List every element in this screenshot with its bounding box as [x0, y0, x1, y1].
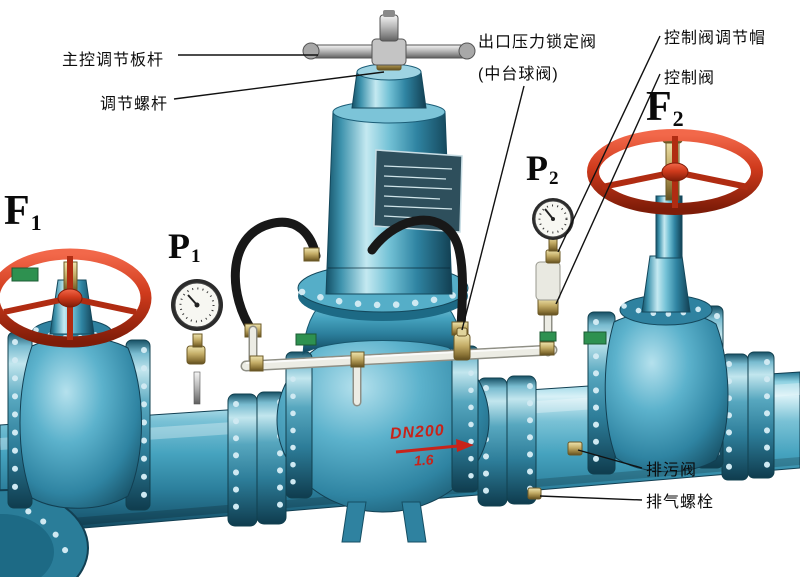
label-p2-letter: P — [526, 148, 548, 188]
right-valve-bonnet — [641, 255, 691, 313]
leader-lines — [173, 35, 661, 501]
right-valve-handwheel — [587, 129, 763, 215]
label-f2-sub: 2 — [672, 106, 684, 131]
leader-outlet-lock-valve — [461, 85, 525, 331]
prv-nameplate — [373, 149, 463, 233]
leader-control-valve-cap — [557, 35, 661, 253]
label-f1-sub: 1 — [30, 210, 42, 235]
label-f2-letter: F — [646, 84, 672, 130]
label-p1-letter: P — [168, 226, 190, 266]
leader-air-vent-bolt — [539, 495, 643, 501]
leader-control-valve — [555, 73, 661, 305]
label-outlet-lock-valve: 出口压力锁定阀 — [478, 34, 598, 51]
hose-right — [367, 215, 467, 333]
prv-supports — [341, 501, 427, 543]
label-control-valve: 控制阀 — [664, 70, 716, 87]
label-p1-sub: 1 — [191, 246, 201, 267]
left-pipe-end-flange — [0, 489, 89, 577]
green-tags — [11, 267, 607, 346]
control-valve-assembly — [532, 198, 574, 316]
outlet-lock-ball-valve — [453, 327, 471, 361]
control-valve-pilot — [535, 261, 561, 301]
label-p2-sub: 2 — [549, 168, 559, 189]
pipe-pressure-marking: 1.6 — [413, 451, 435, 469]
label-f1-letter: F — [4, 188, 30, 234]
hose-left — [230, 217, 321, 337]
leader-drain-valve — [577, 449, 643, 469]
pipe-size-marking: DN200 — [389, 422, 446, 443]
control-valve-body — [537, 297, 559, 316]
left-gate-valve — [0, 248, 152, 511]
left-valve-handwheel — [0, 248, 152, 348]
label-outlet-lock-valve-sub: (中台球阀) — [478, 66, 559, 83]
right-gate-valve — [587, 129, 763, 475]
p1-gauge — [171, 279, 223, 405]
label-control-valve-cap: 控制阀调节帽 — [664, 30, 767, 47]
p2-gauge — [532, 198, 574, 252]
right-pipe-flange-pair — [721, 351, 775, 481]
label-drain-valve: 排污阀 — [646, 462, 698, 479]
label-air-vent-bolt: 排气螺栓 — [646, 494, 715, 511]
leader-adjusting-screw — [173, 71, 385, 100]
label-main-control-rod: 主控调节板杆 — [62, 52, 165, 69]
air-vent-bolt — [527, 487, 542, 500]
flow-direction-arrow — [395, 439, 474, 454]
drain-plug — [567, 441, 583, 456]
sensing-line — [240, 297, 558, 407]
main-control-rod — [302, 10, 476, 66]
pressure-reducing-valve — [276, 10, 490, 513]
label-adjusting-screw: 调节螺杆 — [100, 96, 169, 113]
